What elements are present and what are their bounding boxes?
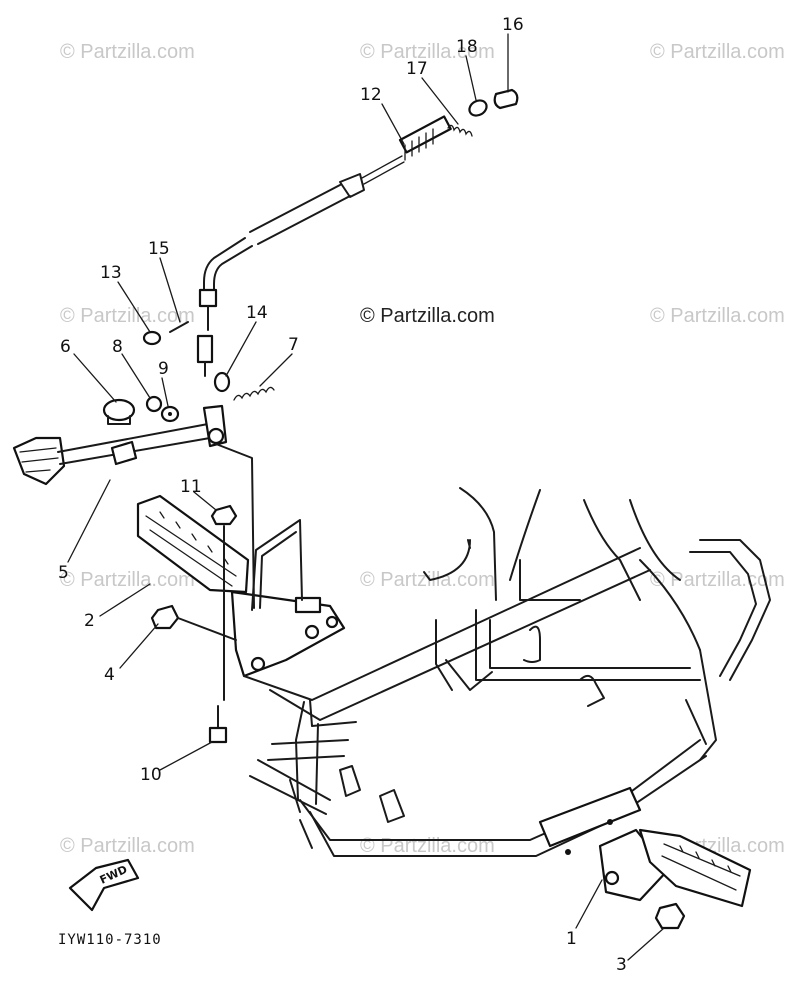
watermark: © Partzilla.com	[650, 41, 785, 63]
watermark: © Partzilla.com	[60, 569, 195, 591]
callout-14: 14	[246, 303, 268, 323]
drawing-code: IYW110-7310	[58, 932, 162, 948]
leader-lines	[67, 33, 665, 961]
callout-16: 16	[502, 15, 524, 35]
callout-4: 4	[104, 665, 115, 685]
callout-5: 5	[58, 563, 69, 583]
fwd-arrow: FWD	[68, 858, 140, 912]
watermark: © Partzilla.com	[60, 41, 195, 63]
callout-8: 8	[112, 337, 123, 357]
callout-7: 7	[288, 335, 299, 355]
brake-cable	[198, 88, 519, 331]
callout-17: 17	[406, 59, 428, 79]
watermark: © Partzilla.com	[360, 569, 495, 591]
watermark: © Partzilla.com	[360, 41, 495, 63]
callout-11: 11	[180, 477, 202, 497]
callout-6: 6	[60, 337, 71, 357]
watermark: © Partzilla.com	[360, 835, 495, 857]
callout-10: 10	[140, 765, 162, 785]
callout-numbers: 16 18 17 12 15 13 14 7 6 8 9 11 5 2 4 10…	[58, 15, 627, 975]
callout-18: 18	[456, 37, 478, 57]
callout-15: 15	[148, 239, 170, 259]
right-footrest	[598, 828, 752, 930]
frame	[243, 487, 771, 857]
brake-pedal	[12, 404, 228, 486]
watermark: © Partzilla.com	[60, 835, 195, 857]
callout-13: 13	[100, 263, 122, 283]
fasteners	[150, 504, 238, 744]
callout-9: 9	[158, 359, 169, 379]
brake-small-parts	[102, 321, 275, 425]
left-footrest	[136, 443, 346, 678]
watermark-center: © Partzilla.com	[360, 305, 495, 327]
callout-12: 12	[360, 85, 382, 105]
callout-2: 2	[84, 611, 95, 631]
watermark: © Partzilla.com	[60, 305, 195, 327]
callout-3: 3	[616, 955, 627, 975]
watermark: © Partzilla.com	[650, 305, 785, 327]
watermarks: © Partzilla.com © Partzilla.com © Partzi…	[60, 41, 785, 857]
callout-1: 1	[566, 929, 577, 949]
